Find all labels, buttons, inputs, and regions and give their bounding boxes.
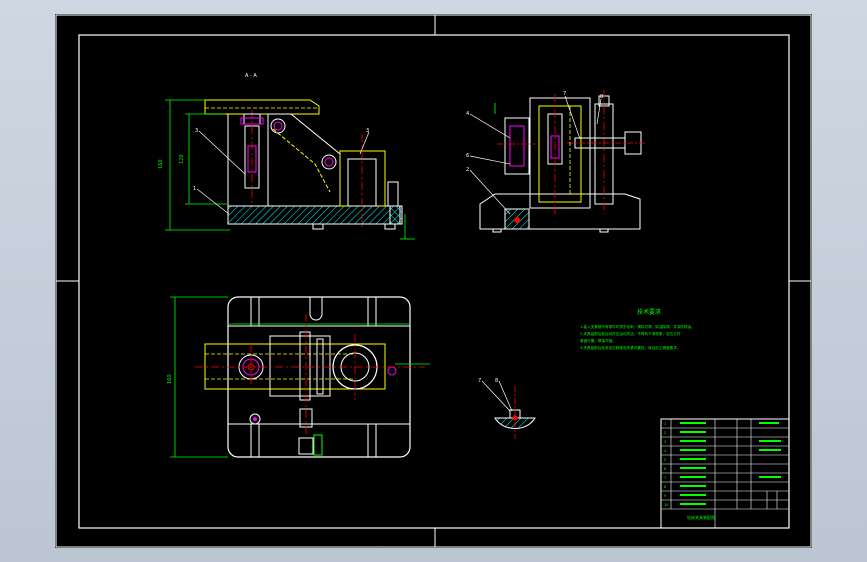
detail-view: 7 8 xyxy=(478,378,536,439)
tb-row-4: 4 xyxy=(664,449,667,453)
balloon-side-5: 8 xyxy=(600,94,603,100)
tb-row-10: 10 xyxy=(664,503,668,507)
tech-note-line-4: 3.夹具装配后检查定位精度及夹紧可靠性，保证加工精度要求。 xyxy=(580,345,680,350)
technical-notes: 技术要求 1.装入夹具前所有零件均须去毛刺，清除切屑，除油除锈，并涂防锈油。 2… xyxy=(580,308,695,350)
plan-clamp-arm xyxy=(204,343,386,390)
tb-row-7: 7 xyxy=(664,476,666,480)
tech-note-line-3: 紧固可靠，联接牢固。 xyxy=(580,338,616,343)
title-block-title: 钻床夹具装配图 xyxy=(687,514,715,520)
front-section-view: A - A xyxy=(158,73,415,240)
tb-row-8: 8 xyxy=(664,485,666,489)
side-frame xyxy=(529,97,591,209)
drawing-svg: A - A xyxy=(55,14,812,548)
tb-row-1: 1 xyxy=(664,422,666,426)
side-view: 4 6 2 7 8 xyxy=(466,90,647,233)
svg-text:160: 160 xyxy=(167,374,173,384)
base-plate-section xyxy=(227,205,401,225)
title-block: 1 2 3 4 5 6 7 8 9 10 xyxy=(660,418,790,529)
tb-row-6: 6 xyxy=(664,467,666,471)
tech-note-line-2: 2.夹具装配后各运动件应运动灵活，不得有卡滞现象，定位元件 xyxy=(580,331,681,336)
pivot-pin xyxy=(270,118,286,134)
centering-marks xyxy=(56,15,811,547)
sheet-border xyxy=(78,34,790,529)
balloon-side-3: 2 xyxy=(466,167,469,173)
side-base xyxy=(479,193,641,230)
plan-view: 160 xyxy=(167,296,430,458)
balloon-side-4: 7 xyxy=(563,91,566,97)
section-label: A - A xyxy=(245,73,257,79)
balloon-detail-2: 8 xyxy=(495,378,498,384)
clamp-bar xyxy=(204,99,320,115)
drawing-canvas[interactable]: A - A xyxy=(55,14,812,548)
tb-row-3: 3 xyxy=(664,440,666,444)
tb-row-5: 5 xyxy=(664,458,666,462)
balloon-side-2: 6 xyxy=(466,153,469,159)
plan-base-outline xyxy=(227,296,411,458)
balloon-front-2: 3 xyxy=(366,128,369,134)
tb-row-9: 9 xyxy=(664,494,666,498)
balloon-front-3: 1 xyxy=(193,186,196,192)
tech-note-line-1: 1.装入夹具前所有零件均须去毛刺，清除切屑，除油除锈，并涂防锈油。 xyxy=(580,324,695,329)
balloon-side-1: 4 xyxy=(466,111,469,117)
tb-row-2: 2 xyxy=(664,431,666,435)
balloon-front-1: 3 xyxy=(195,128,198,134)
svg-text:160: 160 xyxy=(158,159,164,169)
tech-notes-title: 技术要求 xyxy=(637,308,661,316)
svg-text:120: 120 xyxy=(179,154,185,164)
balloon-detail-1: 7 xyxy=(478,378,481,384)
